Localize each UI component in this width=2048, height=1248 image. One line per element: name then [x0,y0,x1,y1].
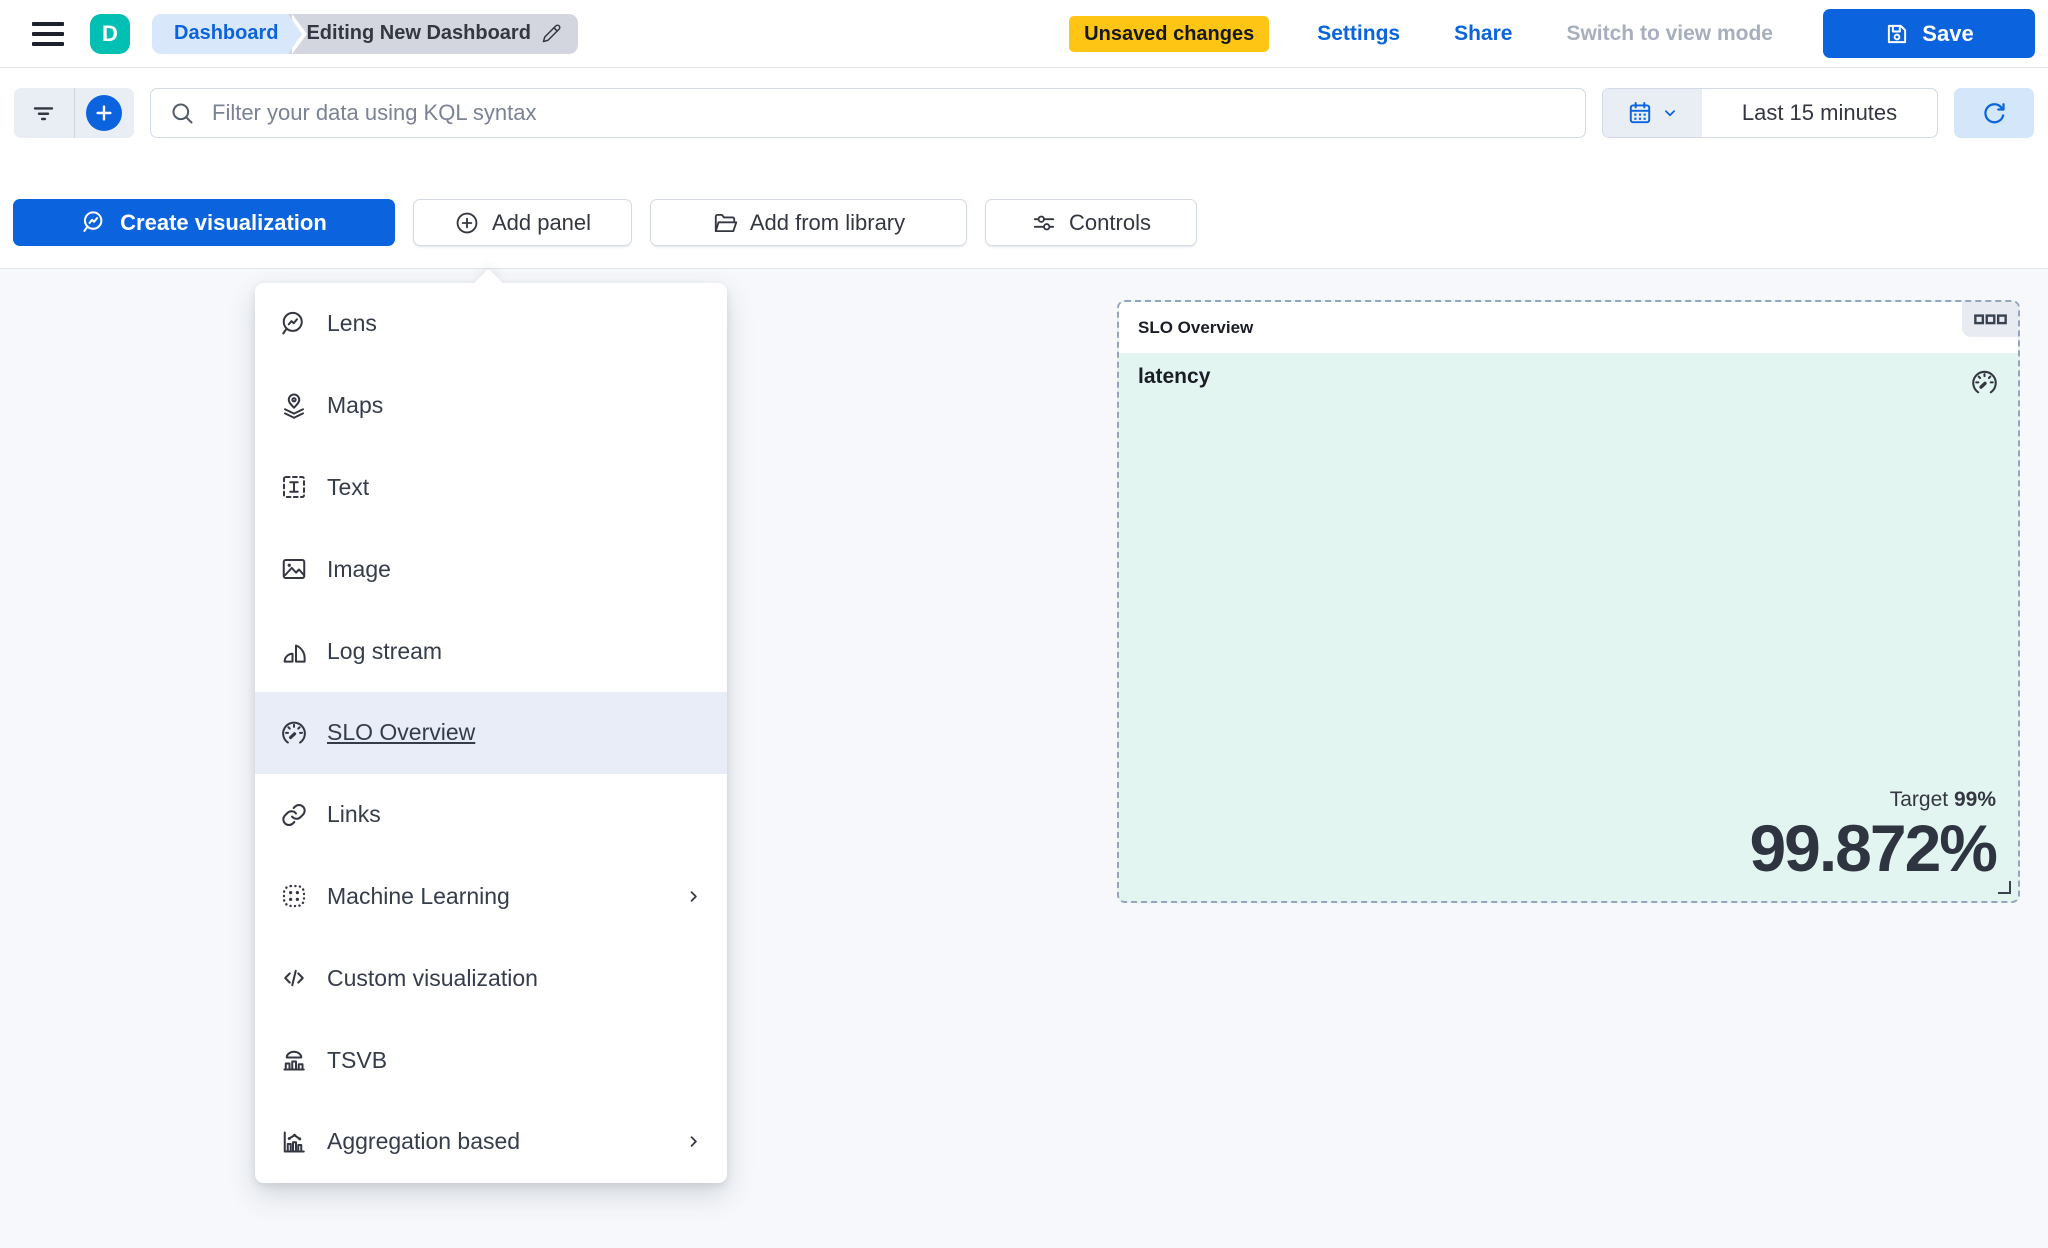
panel-body: latency Target 99% 99.872% [1119,353,2018,901]
kql-search-input[interactable] [210,99,1585,127]
lens-icon [81,209,108,236]
save-button-label: Save [1922,20,1974,46]
menu-item-label: SLO Overview [327,719,476,746]
menu-item-maps[interactable]: Maps [255,364,727,447]
text-icon [279,472,309,502]
search-icon [169,100,196,127]
menu-item-log-stream[interactable]: Log stream [255,610,727,692]
time-range-value[interactable]: Last 15 minutes [1702,89,1937,137]
create-visualization-label: Create visualization [120,209,327,235]
save-button[interactable]: Save [1823,9,2035,58]
panel-header[interactable]: SLO Overview [1119,302,2018,353]
breadcrumb: Dashboard Editing New Dashboard [152,13,578,54]
calendar-dropdown-button[interactable] [1603,89,1702,137]
filter-menu-button[interactable] [14,88,75,138]
controls-label: Controls [1069,209,1151,235]
menu-item-image[interactable]: Image [255,528,727,611]
tsvb-icon [279,1045,309,1075]
aggregation-icon [279,1127,309,1157]
refresh-button[interactable] [1954,88,2034,138]
code-icon [279,963,309,993]
menu-item-custom-visualization[interactable]: Custom visualization [255,937,727,1020]
slo-overview-panel[interactable]: SLO Overview latency Target 99% 99.872% [1117,300,2020,903]
query-bar: Last 15 minutes [0,67,2048,166]
add-filter-button[interactable] [75,88,135,138]
menu-item-label: Text [327,473,370,500]
filter-funnel-icon [30,100,57,127]
add-from-library-button[interactable]: Add from library [650,199,967,246]
chevron-right-icon [684,1132,703,1151]
maps-icon [279,391,309,421]
plus-circle-icon [454,210,480,236]
panel-options-button[interactable] [1962,302,2018,337]
menu-item-label: Maps [327,392,384,419]
menu-item-label: Aggregation based [327,1128,521,1155]
machine-learning-icon [279,881,309,911]
slo-target-label: Target [1889,787,1949,811]
top-bar: D Dashboard Editing New Dashboard Unsave… [0,0,2048,68]
add-panel-menu: Lens Maps Text Image [255,283,727,1183]
lens-icon [279,309,309,339]
menu-item-tsvb[interactable]: TSVB [255,1019,727,1101]
add-panel-label: Add panel [491,209,592,235]
menu-hamburger-icon[interactable] [26,14,70,54]
menu-item-label: Lens [327,310,377,337]
breadcrumb-dashboard[interactable]: Dashboard [152,13,309,54]
image-icon [279,554,309,584]
chevron-right-icon [684,887,703,906]
breadcrumb-current-page[interactable]: Editing New Dashboard [274,13,578,54]
menu-item-links[interactable]: Links [255,773,727,856]
panel-resize-handle[interactable] [1998,881,2011,894]
calendar-icon [1627,100,1653,126]
create-visualization-button[interactable]: Create visualization [13,199,395,246]
chevron-down-icon [1661,104,1679,122]
breadcrumb-current-label: Editing New Dashboard [306,22,531,44]
gauge-icon [1969,367,2000,398]
menu-item-text[interactable]: Text [255,446,727,529]
edit-pencil-icon[interactable] [541,23,562,44]
filter-button-group [14,88,134,138]
refresh-icon [1981,100,2008,127]
settings-button[interactable]: Settings [1311,21,1406,47]
link-icon [279,800,309,830]
panel-title: SLO Overview [1138,317,1254,337]
menu-item-aggregation-based[interactable]: Aggregation based [255,1100,727,1183]
add-panel-button[interactable]: Add panel [413,199,632,246]
menu-item-lens[interactable]: Lens [255,283,727,365]
share-button[interactable]: Share [1448,21,1518,47]
log-stream-icon [279,636,309,666]
add-from-library-label: Add from library [749,209,906,235]
unsaved-changes-badge: Unsaved changes [1069,15,1270,52]
controls-button[interactable]: Controls [985,199,1197,246]
slo-target-line: Target 99% [1749,788,1996,812]
panel-options-icon [1973,314,2007,325]
slo-value: 99.872% [1749,810,1998,885]
add-filter-plus-icon [86,95,123,131]
menu-item-slo-overview[interactable]: SLO Overview [255,691,727,774]
menu-item-label: Custom visualization [327,964,538,991]
save-floppy-icon [1884,21,1910,47]
menu-item-machine-learning[interactable]: Machine Learning [255,855,727,938]
menu-item-label: Image [327,555,391,582]
kql-search-box [150,88,1586,138]
menu-item-label: Machine Learning [327,882,510,909]
slo-figures: Target 99% 99.872% [1749,788,1998,885]
gauge-icon [279,718,309,748]
menu-item-label: Log stream [327,637,443,664]
folder-icon [712,210,738,236]
time-range-picker: Last 15 minutes [1602,88,1938,138]
menu-item-label: TSVB [327,1046,388,1073]
elastic-logo[interactable]: D [90,13,130,54]
slo-name: latency [1138,365,1211,388]
top-bar-actions: Unsaved changes Settings Share Switch to… [1069,9,2035,58]
menu-item-label: Links [327,801,381,828]
sliders-icon [1031,210,1057,236]
dashboard-toolbar: Create visualization Add panel Add from … [13,199,1197,246]
add-panel-popover: Lens Maps Text Image [255,283,727,1183]
slo-target-value: 99% [1953,787,1996,811]
switch-to-view-mode-button[interactable]: Switch to view mode [1560,21,1779,47]
